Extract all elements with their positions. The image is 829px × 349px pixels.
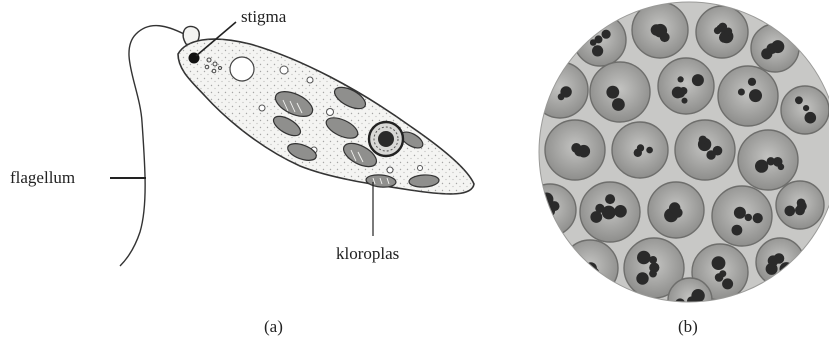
daughter-colony (780, 262, 794, 276)
contractile-vacuole (230, 57, 254, 81)
kloroplas-label: kloroplas (336, 245, 399, 262)
daughter-colony (713, 146, 723, 156)
daughter-colony (795, 96, 803, 104)
colony-sphere (524, 184, 576, 236)
daughter-colony (637, 144, 644, 151)
daughter-colony (612, 305, 618, 311)
daughter-colony (609, 90, 617, 98)
daughter-colony (795, 205, 805, 215)
daughter-colony (699, 136, 707, 144)
euglena-diagram (110, 22, 474, 266)
daughter-colony (715, 273, 724, 282)
stigma-label: stigma (241, 8, 286, 25)
daughter-colony (616, 308, 625, 317)
colony-sphere (562, 240, 618, 296)
daughter-colony (692, 74, 704, 86)
daughter-colony (676, 88, 686, 98)
daughter-colony (592, 45, 603, 56)
daughter-colony (691, 289, 704, 302)
daughter-colony (602, 30, 611, 39)
colony-sphere (718, 66, 778, 126)
daughter-colony (560, 86, 571, 97)
flagellum-label: flagellum (10, 169, 75, 186)
daughter-colony (678, 76, 684, 82)
daughter-colony (748, 78, 756, 86)
colony-sphere (532, 62, 588, 118)
colony-sphere (658, 58, 714, 114)
daughter-colony (637, 251, 651, 265)
flagellum-strand (120, 26, 184, 266)
daughter-colony (649, 270, 657, 278)
daughter-colony (745, 214, 752, 221)
daughter-colony (672, 208, 682, 218)
daughter-colony (755, 160, 768, 173)
daughter-colony (575, 264, 588, 277)
daughter-colony (654, 24, 668, 38)
daughter-colony (646, 147, 653, 154)
daughter-colony (682, 98, 688, 104)
daughter-colony (753, 213, 763, 223)
daughter-colony (718, 23, 727, 32)
daughter-colony (547, 74, 556, 83)
daughter-colony (590, 211, 602, 223)
daughter-colony (734, 207, 746, 219)
daughter-colony (574, 147, 584, 157)
daughter-colony (768, 255, 779, 266)
daughter-colony (803, 105, 809, 111)
daughter-colony (805, 112, 817, 124)
daughter-colony (785, 206, 796, 217)
daughter-colony (612, 98, 625, 111)
daughter-colony (738, 89, 745, 96)
daughter-colony (712, 256, 726, 270)
caption-b: (b) (678, 318, 698, 335)
volvox-micrograph (524, 2, 829, 334)
daughter-colony (749, 89, 762, 102)
daughter-colony (695, 301, 704, 310)
daughter-colony (590, 39, 597, 46)
daughter-colony (761, 48, 772, 59)
daughter-colony (614, 205, 627, 218)
colony-sphere (590, 62, 650, 122)
daughter-colony (636, 272, 648, 284)
daughter-colony (773, 157, 783, 167)
colony-sphere (598, 290, 642, 334)
daughter-colony (722, 278, 733, 289)
daughter-colony (605, 194, 615, 204)
daughter-colony (675, 298, 685, 308)
daughter-colony (607, 315, 620, 328)
caption-a: (a) (264, 318, 283, 335)
daughter-colony (732, 225, 743, 236)
